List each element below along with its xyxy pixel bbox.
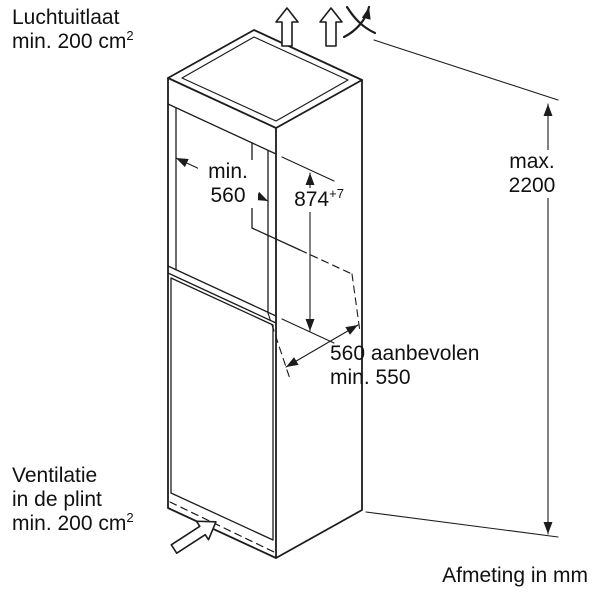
cabinet-outline	[167, 77, 363, 559]
plinth-vent-label-line3: min. 200 cm2	[12, 509, 134, 535]
plinth-airflow-arrow-icon	[170, 520, 217, 554]
max-height-label: max. 2200	[502, 150, 562, 198]
airflow-up-arrows	[275, 7, 343, 47]
airflow-up-arrow-icon	[319, 7, 343, 47]
exhaust-curve-arrow-icon	[342, 5, 377, 39]
plinth-vent-label-line2: in de plint	[12, 487, 102, 511]
air-outlet-label-line2: min. 200 cm2	[12, 27, 134, 53]
superscript: 2	[126, 509, 134, 525]
niche-height-label: 874+7	[286, 186, 352, 212]
recess-depth-label-line2: min. 550	[330, 365, 411, 389]
appliance-door	[170, 277, 274, 541]
recess-depth-label: 560 aanbevolen min. 550	[330, 342, 479, 390]
dim-recess-depth	[267, 273, 361, 380]
niche-width-label-line1: min.	[208, 160, 248, 183]
dim-niche-height	[281, 156, 335, 344]
plinth-vent-label-line1: Ventilatie	[12, 464, 98, 487]
dim-max-height	[365, 39, 559, 538]
plinth-vent-label: Ventilatie in de plint min. 200 cm2	[12, 464, 134, 536]
superscript: 2	[126, 27, 134, 43]
niche-width-label-line2: 560	[210, 183, 246, 207]
niche-opening	[167, 103, 353, 324]
plinth-gap-lines	[169, 501, 275, 553]
units-note: Afmeting in mm	[442, 564, 588, 587]
max-height-label-line2: 2200	[508, 173, 556, 197]
recess-depth-label-line1: 560 aanbevolen	[330, 342, 480, 365]
max-height-label-line1: max.	[509, 150, 555, 173]
air-outlet-label: Luchtuitlaat min. 200 cm2	[12, 6, 134, 54]
airflow-up-arrow-icon	[275, 7, 299, 47]
superscript: +7	[329, 186, 344, 201]
niche-width-label: min. 560	[198, 160, 258, 208]
air-outlet-label-line1: Luchtuitlaat	[12, 6, 120, 29]
